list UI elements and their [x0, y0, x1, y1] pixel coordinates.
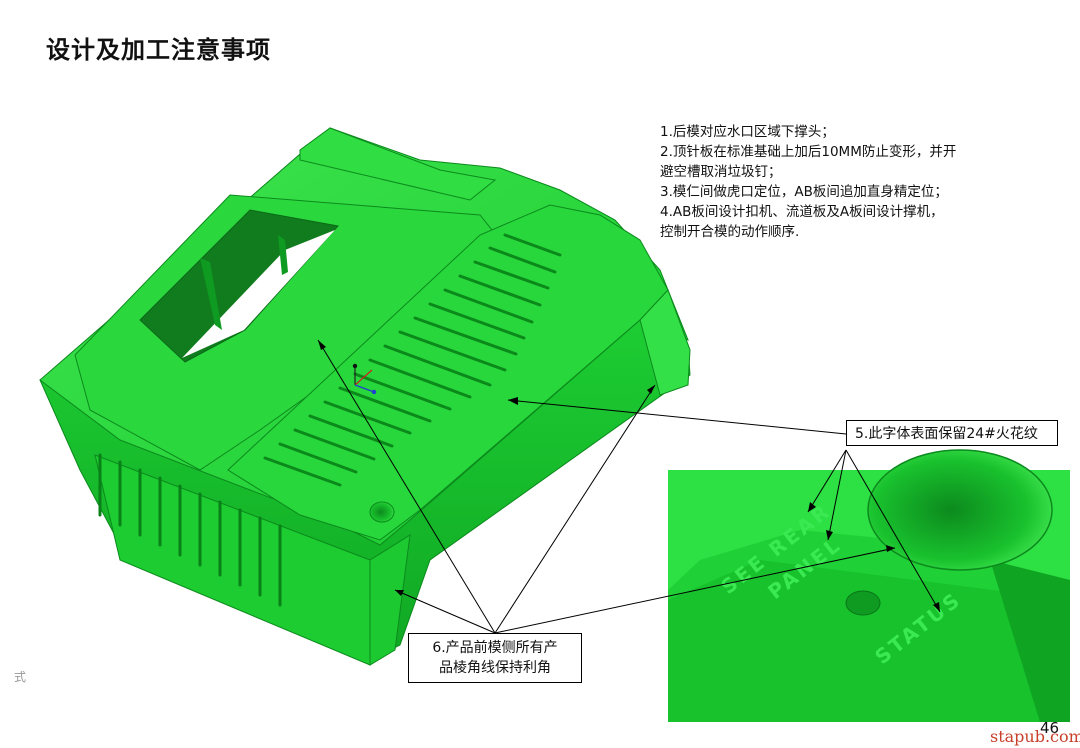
- callout-5: 5.此字体表面保留24#火花纹: [846, 420, 1058, 446]
- note-line: 4.AB板间设计扣机、流道板及A板间设计撑机，: [660, 204, 944, 220]
- leader-lines: [317, 339, 941, 634]
- large-hole: [867, 449, 1053, 571]
- watermark: stapub.com: [990, 727, 1080, 746]
- side-mark: 式: [14, 670, 27, 684]
- note-line: 2.顶针板在标准基础上加后10MM防止变形，并开: [660, 144, 957, 160]
- top-vent-slots: [263, 233, 562, 487]
- page-number: 46: [1040, 719, 1060, 737]
- note-line: 1.后模对应水口区域下撑头；: [660, 124, 835, 140]
- axis-marker: [352, 363, 377, 395]
- side-vent-slots: [98, 453, 282, 607]
- callout-6-line1: 6.产品前模侧所有产: [432, 640, 558, 656]
- callout-6: 6.产品前模侧所有产 品棱角线保持利角: [408, 633, 582, 683]
- callout-6-line2: 品棱角线保持利角: [439, 660, 551, 676]
- note-line: 避空槽取消垃圾钉；: [660, 164, 782, 180]
- page-title: 设计及加工注意事项: [46, 36, 271, 64]
- part-body: [39, 127, 691, 666]
- note-line: 控制开合模的动作顺序.: [660, 224, 800, 240]
- small-hole: [845, 590, 881, 616]
- note-line: 3.模仁间做虎口定位，AB板间追加直身精定位；: [660, 184, 948, 200]
- design-notes: 1.后模对应水口区域下撑头； 2.顶针板在标准基础上加后10MM防止变形，并开 …: [660, 122, 1040, 242]
- arrow-heads: [318, 340, 940, 612]
- status-hole: [369, 501, 395, 523]
- detail-inset: SEE REAR PANEL STATUS: [668, 449, 1070, 722]
